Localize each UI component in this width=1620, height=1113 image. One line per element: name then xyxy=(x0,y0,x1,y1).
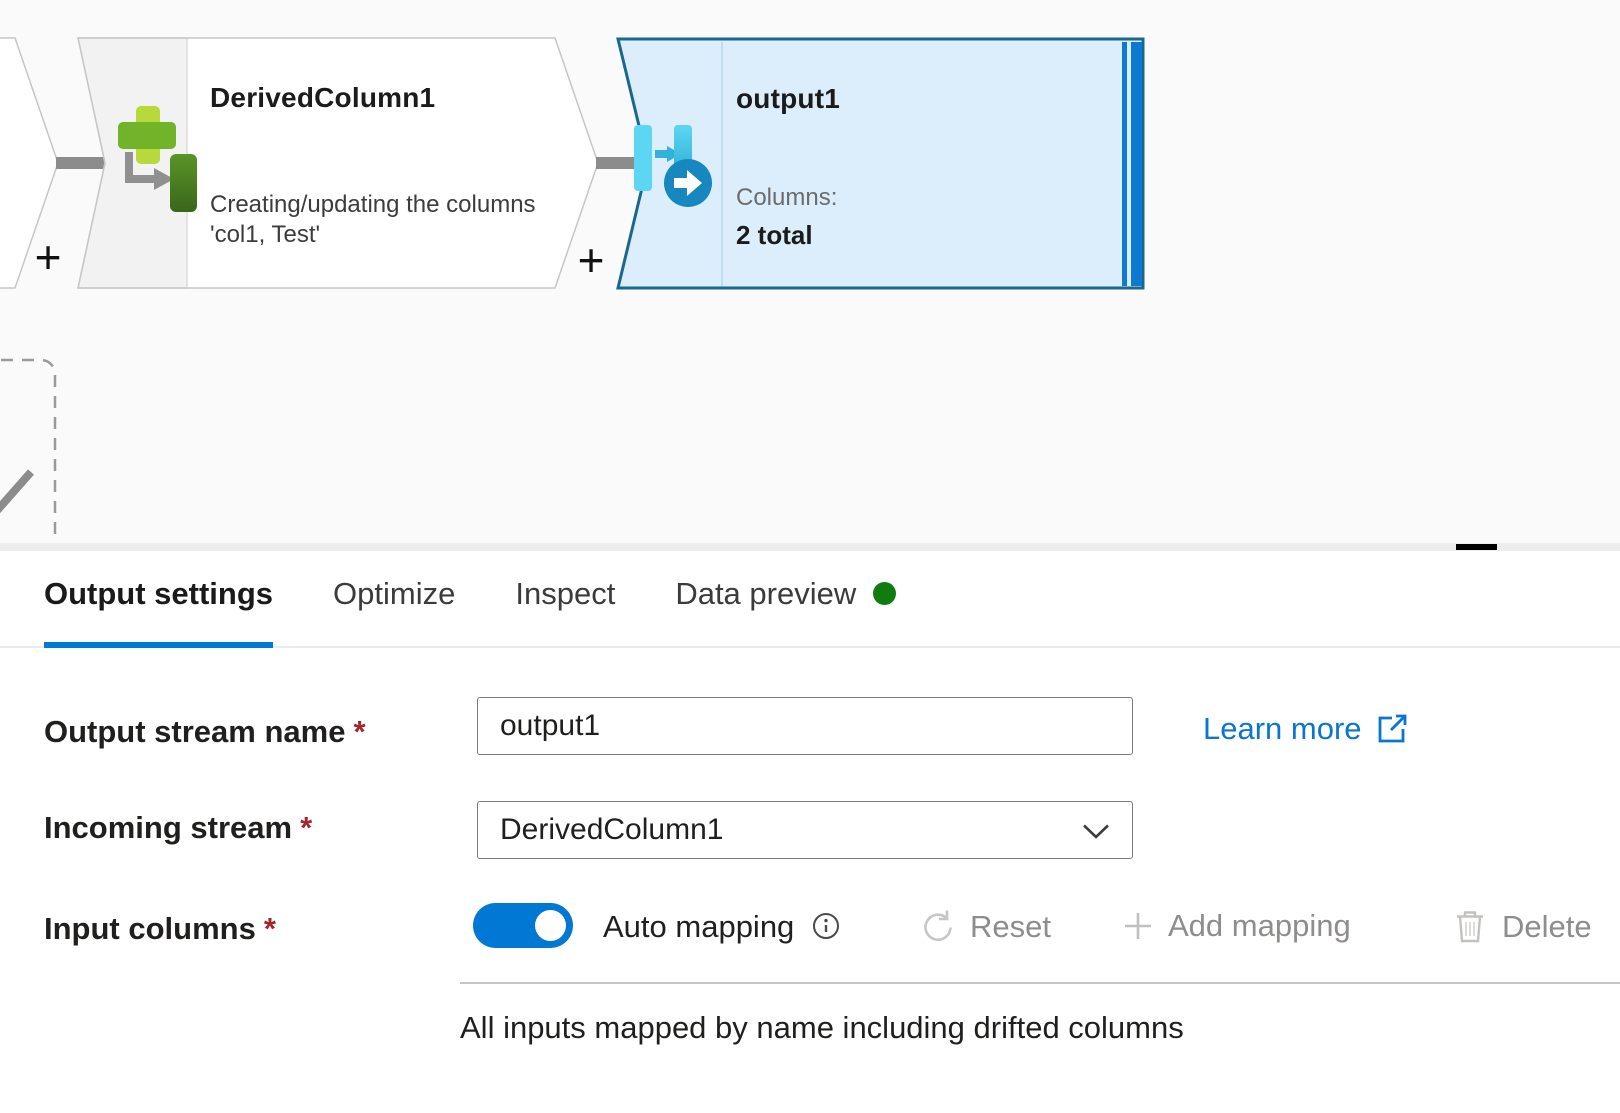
add-transformation-button[interactable]: + xyxy=(578,234,605,286)
reset-button[interactable]: Reset xyxy=(920,908,1051,945)
incoming-stream-label: Incoming stream* xyxy=(44,810,312,846)
refresh-icon xyxy=(924,910,952,941)
description-line: Creating/updating the columns xyxy=(210,191,536,218)
label-text: Output stream name xyxy=(44,714,346,749)
auto-mapping-toggle[interactable] xyxy=(473,903,573,948)
panel-resize-divider[interactable] xyxy=(0,543,1620,551)
add-mapping-button[interactable]: Add mapping xyxy=(1122,908,1351,944)
label-text: Incoming stream xyxy=(44,810,293,845)
learn-more-link[interactable]: Learn more xyxy=(1203,711,1410,747)
edge-connector xyxy=(56,157,108,169)
node-output-title: output1 xyxy=(736,83,841,114)
output-stream-name-input[interactable] xyxy=(477,697,1133,755)
required-asterisk: * xyxy=(300,810,313,845)
trash-icon xyxy=(1457,911,1483,943)
node-output-columns-label: Columns: xyxy=(736,184,838,211)
learn-more-label: Learn more xyxy=(1203,711,1362,746)
tab-optimize[interactable]: Optimize xyxy=(333,551,455,646)
dragged-edge-line xyxy=(0,469,35,514)
output-stream-name-label: Output stream name* xyxy=(44,714,366,750)
tab-output-settings[interactable]: Output settings xyxy=(44,551,274,648)
data-preview-status-dot xyxy=(873,582,897,605)
mapping-table-divider xyxy=(460,982,1620,984)
derived-column-icon xyxy=(118,106,197,212)
dropdown-selected-value: DerivedColumn1 xyxy=(500,813,724,846)
dataflow-graph: + + xyxy=(0,37,1145,543)
panel-tab-bar: Output settings Optimize Inspect Data pr… xyxy=(0,551,1620,648)
panel-resize-grip[interactable] xyxy=(1456,544,1497,550)
tab-data-preview[interactable]: Data preview xyxy=(675,551,897,646)
add-mapping-label: Add mapping xyxy=(1168,908,1351,943)
node-derived-column-body[interactable] xyxy=(78,38,598,288)
info-icon[interactable] xyxy=(812,912,840,940)
reset-label: Reset xyxy=(970,908,1051,944)
sink-stripe-thin xyxy=(1122,42,1127,286)
pending-node-placeholder xyxy=(0,358,57,543)
node-derived-column-description: Creating/updating the columns 'col1, Tes… xyxy=(210,190,560,250)
toggle-knob xyxy=(535,910,566,941)
delete-button[interactable]: Delete xyxy=(1452,908,1592,945)
input-columns-label: Input columns* xyxy=(44,911,276,947)
configuration-panel: Output settings Optimize Inspect Data pr… xyxy=(0,551,1620,1113)
add-transformation-button[interactable]: + xyxy=(35,231,62,283)
plus-icon xyxy=(1125,913,1151,939)
auto-mapping-label: Auto mapping xyxy=(603,909,795,944)
node-derived-column-title: DerivedColumn1 xyxy=(210,82,436,113)
node-derived-column-border xyxy=(77,37,599,289)
node-source-partial[interactable] xyxy=(0,37,59,289)
external-link-icon xyxy=(1378,714,1406,743)
tab-inspect[interactable]: Inspect xyxy=(515,551,615,646)
sink-stripe-wide xyxy=(1131,42,1142,286)
required-asterisk: * xyxy=(263,911,276,946)
delete-label: Delete xyxy=(1502,908,1592,944)
tab-label: Optimize xyxy=(333,575,456,611)
description-line: 'col1, Test' xyxy=(210,221,321,248)
dataflow-canvas[interactable]: + + DerivedColumn1 Creating/updating the… xyxy=(0,0,1620,543)
chevron-down-icon xyxy=(1083,824,1109,839)
incoming-stream-dropdown[interactable]: DerivedColumn1 xyxy=(477,801,1133,859)
sink-icon xyxy=(634,125,712,207)
tab-label: Output settings xyxy=(44,575,274,611)
label-text: Input columns xyxy=(44,911,256,946)
mapping-empty-message: All inputs mapped by name including drif… xyxy=(460,1010,1184,1045)
required-asterisk: * xyxy=(353,714,366,749)
active-tab-underline xyxy=(44,642,274,648)
tab-label: Data preview xyxy=(675,575,857,611)
tab-label: Inspect xyxy=(515,575,616,611)
node-output-columns-value: 2 total xyxy=(736,220,813,250)
